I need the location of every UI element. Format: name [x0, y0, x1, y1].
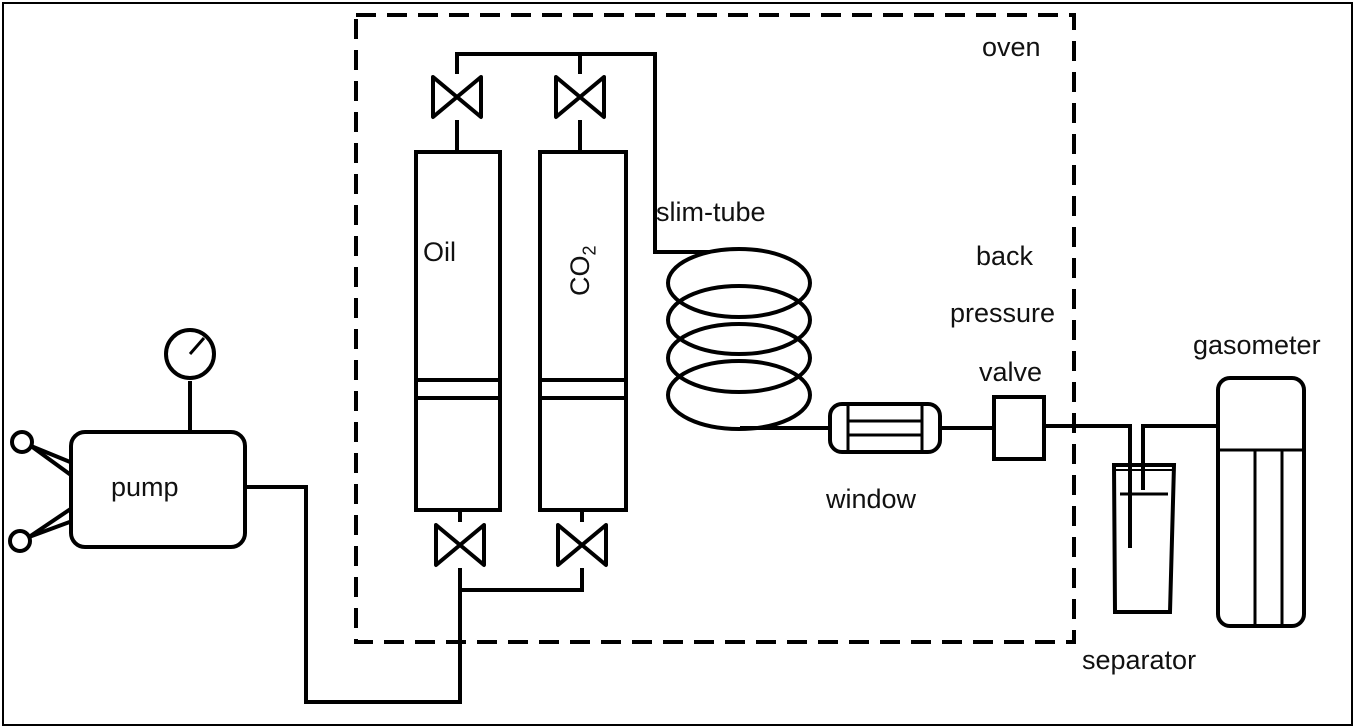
co2-label-subscript: 2: [579, 245, 600, 256]
pressure-label: pressure: [950, 298, 1056, 328]
valve-icon-oil-top: [431, 75, 483, 119]
co2-label-main: CO: [565, 255, 595, 297]
co2-cylinder: [538, 150, 628, 512]
window-label: window: [826, 484, 917, 514]
separator-label: separator: [1082, 645, 1197, 675]
flow-lines: [245, 52, 1218, 704]
pump-handles: [8, 430, 77, 553]
pressure-gauge-icon: [164, 328, 216, 432]
oven-label: oven: [982, 32, 1041, 62]
back-label: back: [976, 241, 1034, 271]
slim-tube-coil: [666, 247, 812, 431]
pump-label: pump: [111, 472, 179, 502]
separator-flask: [1111, 463, 1177, 614]
oil-cylinder: [414, 150, 502, 512]
back-pressure-valve: [992, 395, 1046, 461]
co2-label: CO2: [565, 245, 600, 297]
pump-body: [69, 430, 247, 549]
valve-icon-co2-bottom: [556, 523, 608, 567]
valve-icon-co2-top: [554, 75, 606, 119]
valve-icons: [431, 75, 608, 567]
valve-icon-oil-bottom: [434, 523, 486, 567]
oil-label: Oil: [423, 237, 456, 267]
gasometer-label: gasometer: [1193, 330, 1321, 360]
oven-boundary: [354, 13, 1076, 644]
slim-tube-label: slim-tube: [656, 197, 766, 227]
window-sight-glass: [828, 402, 942, 454]
valve-label: valve: [979, 357, 1043, 387]
gasometer: [1216, 376, 1306, 628]
